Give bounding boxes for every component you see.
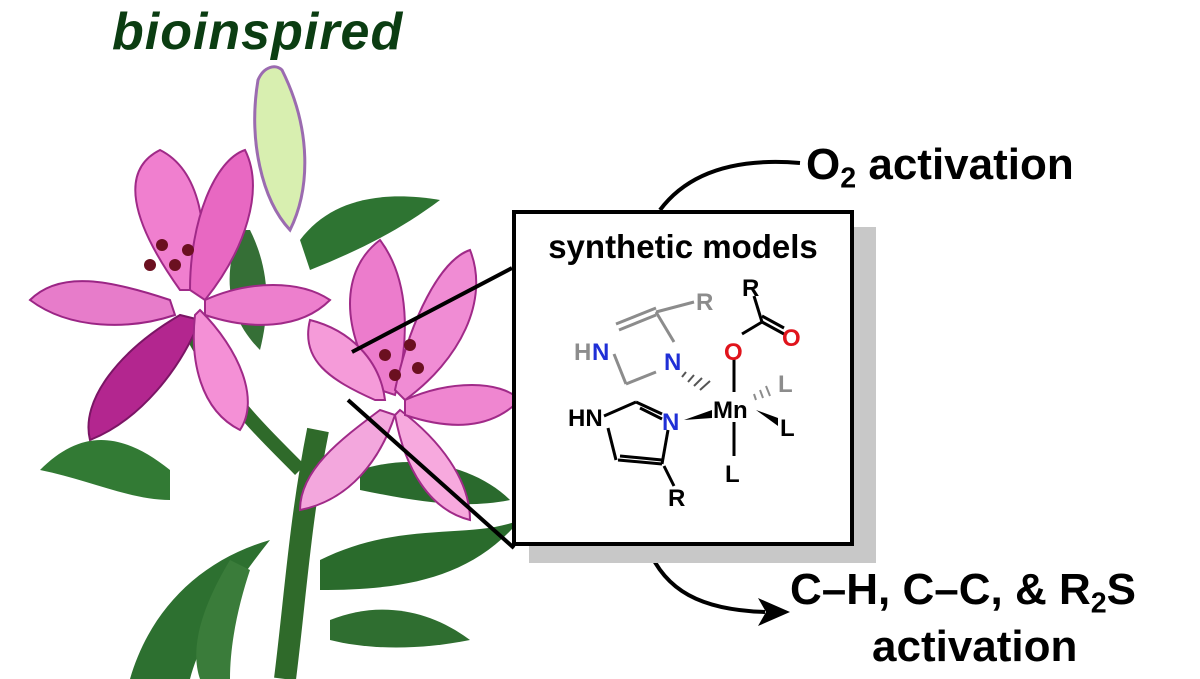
- zoom-line-bottom: [346, 398, 516, 550]
- atom-hn-bottom: HN: [568, 405, 603, 432]
- atom-l-bottom: L: [725, 461, 740, 488]
- o2-suffix: activation: [856, 140, 1074, 189]
- atom-n-bottom: N: [662, 409, 679, 436]
- o2-subscript: 2: [840, 162, 857, 195]
- arrow-to-o2: [658, 159, 801, 212]
- mn-complex-structure: H N N R HN N R Mn O O R L L L: [568, 275, 801, 512]
- o2-symbol: O: [806, 140, 841, 189]
- ch-cc-text: C–H, C–C, & R: [790, 565, 1091, 614]
- synthetic-models-box: synthetic models: [512, 210, 854, 546]
- lily-flower-left: [28, 148, 332, 442]
- lily-bud: [253, 65, 307, 233]
- atom-n-top-nh: N: [592, 339, 609, 366]
- box-title: synthetic models: [548, 228, 818, 265]
- figure-title: bioinspired: [112, 3, 404, 61]
- zoom-line-top: [351, 266, 513, 354]
- r2s-s: S: [1106, 565, 1136, 614]
- atom-r-bottom: R: [668, 485, 685, 512]
- leaf: [196, 560, 250, 679]
- r2s-subscript: 2: [1090, 587, 1107, 620]
- leaf: [330, 609, 470, 648]
- leaf: [300, 196, 440, 270]
- o2-activation-label: O2 activation: [806, 140, 1074, 196]
- leaf: [320, 520, 520, 590]
- atom-h-top: H: [574, 339, 591, 366]
- atom-l-hashed: L: [778, 371, 793, 398]
- leaf: [40, 440, 170, 500]
- stem: [274, 427, 329, 679]
- atom-mn: Mn: [713, 397, 748, 424]
- atom-o-carbonyl: O: [782, 325, 801, 352]
- atom-n-top: N: [664, 349, 681, 376]
- atom-r-carboxylate: R: [742, 275, 759, 302]
- atom-o-carboxylate: O: [724, 339, 743, 366]
- arrowhead-icon: [758, 598, 790, 626]
- ch-cc-r2s-label: C–H, C–C, & R2S: [790, 565, 1136, 621]
- atom-r-top: R: [696, 289, 713, 316]
- activation-label: activation: [872, 622, 1078, 671]
- atom-l-wedge: L: [780, 415, 795, 442]
